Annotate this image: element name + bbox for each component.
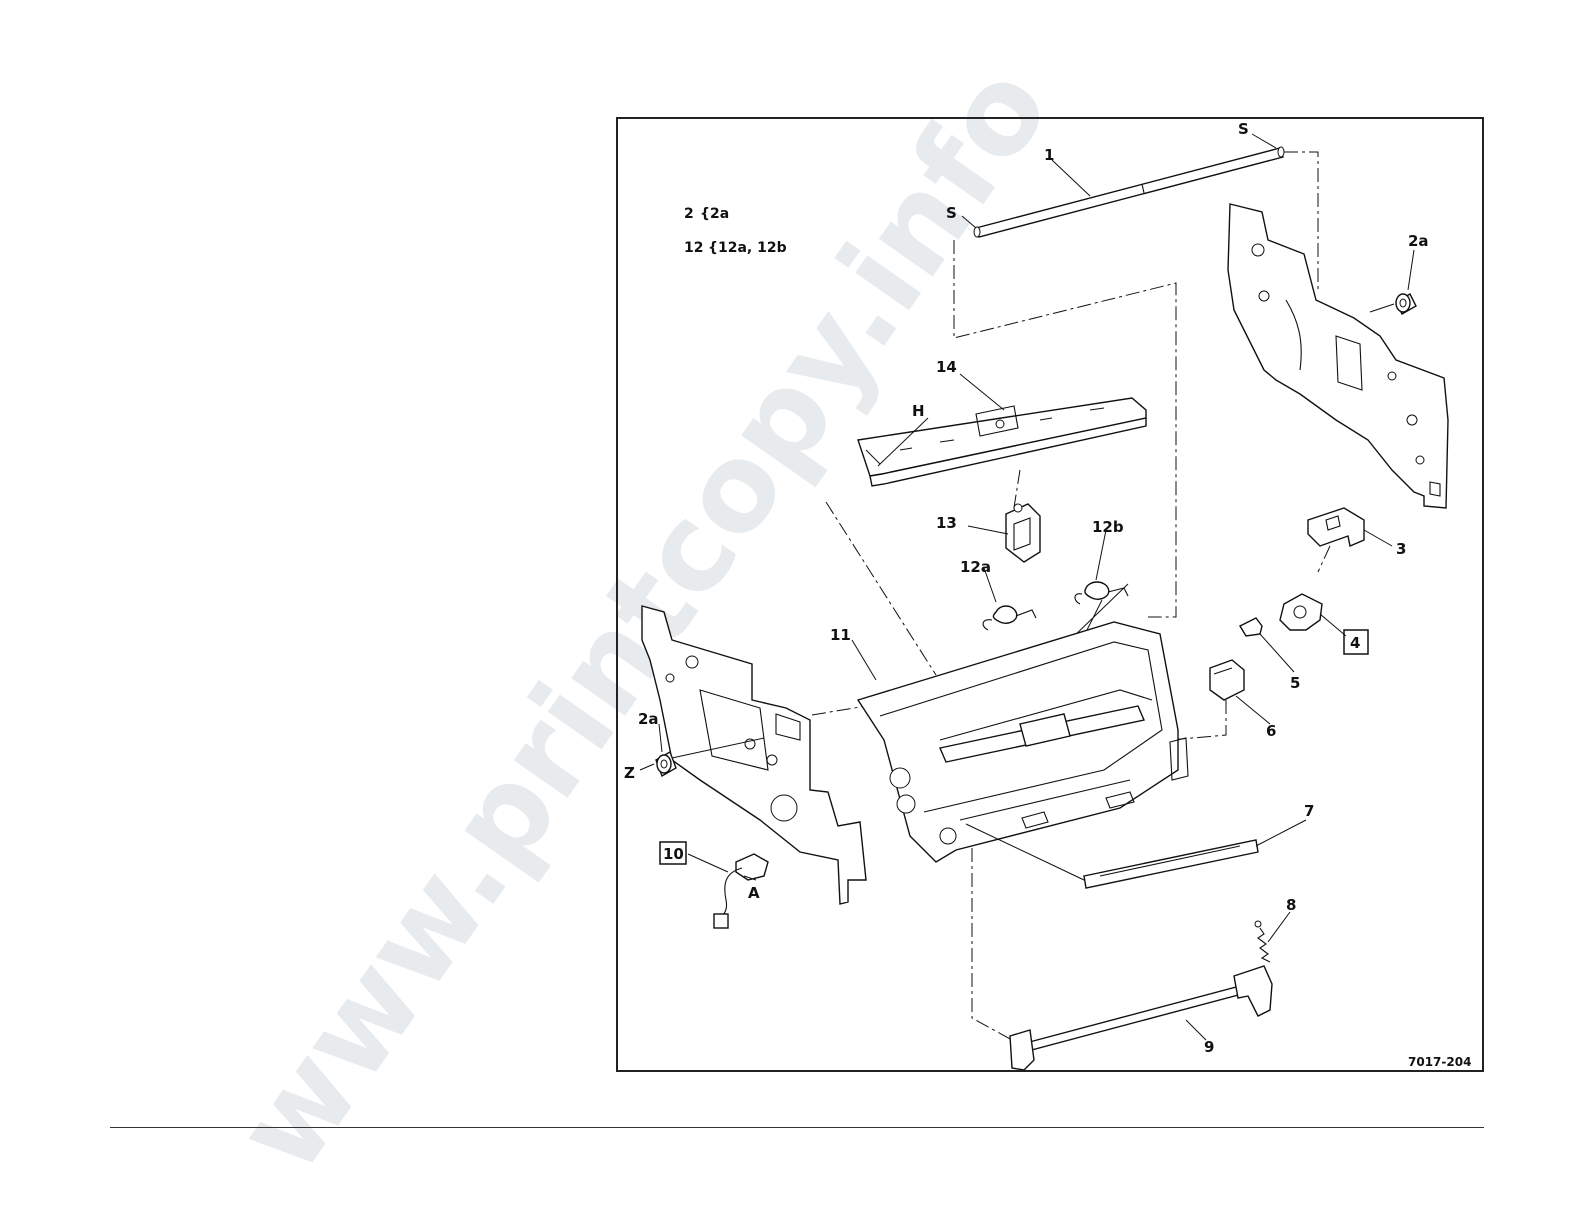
callout-2a-right: 2a [1408,232,1429,250]
part-11-frame [858,622,1188,862]
callout-1: 1 [1044,146,1054,164]
callout-7: 7 [1304,802,1314,820]
group-note-2: 2 {2a [684,206,729,222]
part-8-spring [1255,912,1290,962]
part-6-sensor [1210,660,1270,724]
group-note-contents: {2a [700,206,729,222]
callout-12b: 12b [1092,518,1124,536]
figure-id: 7017-204 [1408,1055,1471,1069]
part-2a-bearing-right [1370,294,1416,314]
callout-9: 9 [1204,1038,1214,1056]
part-3-cover [1308,508,1392,546]
callout-12a: 12a [960,558,991,576]
footer-rule [110,1127,1484,1128]
callout-s-left: S [946,204,957,222]
group-note-item: 12 [684,240,703,256]
callout-3: 3 [1396,540,1406,558]
group-note-contents: {12a, 12b [708,240,787,256]
callout-z: Z [624,764,635,782]
callout-a: A [748,884,760,902]
callout-11: 11 [830,626,851,644]
callout-10: 10 [663,845,684,863]
part-14-bracket [858,398,1146,486]
callout-h: H [912,402,925,420]
callout-6: 6 [1266,722,1276,740]
callout-13: 13 [936,514,957,532]
callout-5: 5 [1290,674,1300,692]
part-4-actuator [1280,594,1346,636]
group-note-item: 2 [684,206,694,222]
part-13-clip [1006,504,1040,562]
callout-2a-left: 2a [638,710,659,728]
callout-8: 8 [1286,896,1296,914]
callout-s-right: S [1238,120,1249,138]
callout-14: 14 [936,358,957,376]
part-12a-spring [983,606,1036,630]
group-note-12: 12 {12a, 12b [684,240,787,256]
callout-4: 4 [1350,634,1360,652]
part-9-shaft-assembly [1010,966,1272,1070]
